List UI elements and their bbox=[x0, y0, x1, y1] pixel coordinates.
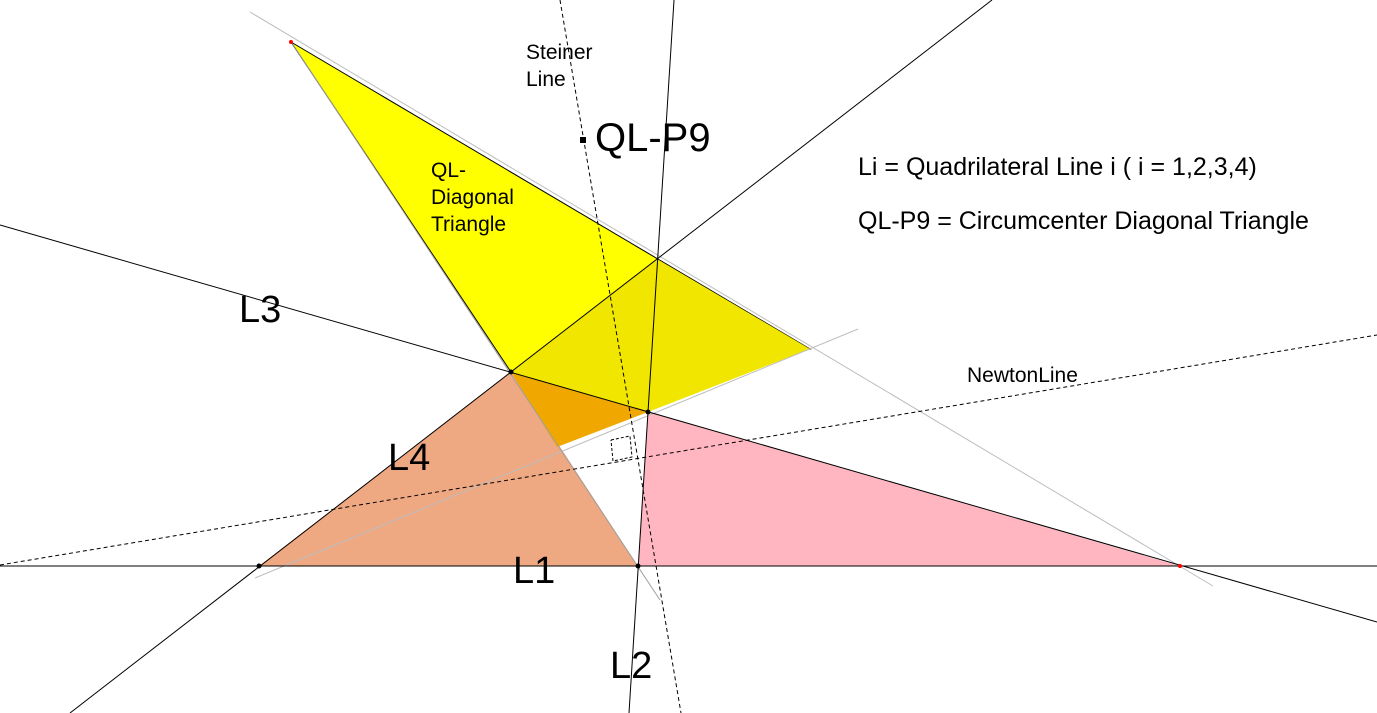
ql-p9-label: QL-P9 bbox=[595, 116, 711, 160]
thin-line-diagonal-2 bbox=[254, 328, 859, 579]
thin-line-diagonal-1 bbox=[249, 11, 1214, 587]
thin-line-diagonal-3 bbox=[289, 39, 661, 601]
overlap-region-orange bbox=[511, 372, 648, 447]
label-l3: L3 bbox=[239, 289, 281, 331]
steiner-line bbox=[559, 0, 682, 713]
steiner-line-label-2: Line bbox=[526, 68, 566, 91]
point-c bbox=[256, 563, 262, 569]
point-red-right bbox=[1178, 564, 1182, 568]
point-d bbox=[635, 563, 641, 569]
point-b bbox=[645, 409, 651, 415]
steiner-line-label-1: Steiner bbox=[526, 41, 593, 64]
newton-line-label: NewtonLine bbox=[967, 364, 1078, 387]
left-triangle-region bbox=[259, 372, 638, 566]
right-angle-marker bbox=[610, 435, 633, 462]
right-triangle-region bbox=[638, 412, 1180, 566]
overlap-region-yellow bbox=[511, 259, 810, 412]
legend-line-2: QL-P9 = Circumcenter Diagonal Triangle bbox=[858, 207, 1309, 235]
line-l2 bbox=[628, 0, 675, 713]
label-l4: L4 bbox=[388, 437, 430, 479]
point-red-top bbox=[289, 40, 293, 44]
diagonal-triangle-label-3: Triangle bbox=[431, 213, 506, 236]
diagonal-triangle-label-1: QL- bbox=[431, 159, 466, 182]
label-l2: L2 bbox=[610, 645, 652, 687]
diagonal-triangle-label-2: Diagonal bbox=[431, 186, 514, 209]
line-l4 bbox=[69, 0, 993, 713]
label-l1: L1 bbox=[513, 550, 555, 592]
point-a bbox=[508, 369, 514, 375]
point-ql-p9 bbox=[580, 137, 586, 143]
newton-line bbox=[0, 334, 1377, 566]
line-l3 bbox=[0, 224, 1377, 623]
legend-line-1: Li = Quadrilateral Line i ( i = 1,2,3,4) bbox=[858, 153, 1257, 181]
